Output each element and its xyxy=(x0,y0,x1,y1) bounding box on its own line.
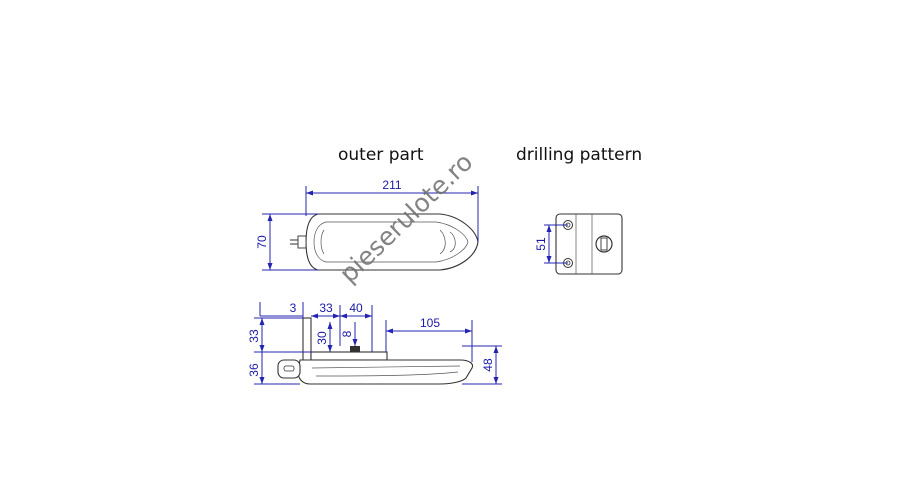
drilling-pattern-view: 51 xyxy=(534,213,623,275)
key-slot xyxy=(283,365,295,372)
side-housing-contour xyxy=(311,365,461,369)
drill-plate xyxy=(555,213,623,275)
side-view: 3 33 40 105 30 8 33 xyxy=(247,301,502,385)
dim-label-105: 105 xyxy=(420,316,440,330)
top-view-lock-cylinder xyxy=(297,235,307,249)
dim-arrow xyxy=(386,328,393,334)
side-mount-plate xyxy=(302,317,312,367)
dim-arrow xyxy=(493,346,499,353)
top-view-body xyxy=(305,213,479,271)
lock-keyway xyxy=(600,237,608,251)
dim-label-40: 40 xyxy=(349,301,363,315)
side-flange xyxy=(310,351,388,361)
top-view-inner-contour xyxy=(313,221,469,263)
top-view-rib xyxy=(449,231,456,253)
dim-label-51: 51 xyxy=(534,237,548,251)
dim-arrow xyxy=(352,339,358,346)
title-outer-part: outer part xyxy=(338,145,424,165)
dim-arrow xyxy=(259,345,265,352)
dim-arrow xyxy=(333,313,340,319)
title-drilling-pattern: drilling pattern xyxy=(516,145,642,165)
dim-arrow xyxy=(327,345,333,352)
dim-label-33-top: 33 xyxy=(319,301,333,315)
dim-arrow xyxy=(465,328,472,334)
dim-arrow xyxy=(306,190,313,196)
top-view-rib xyxy=(439,229,446,255)
dim-label-70: 70 xyxy=(255,235,269,249)
dim-arrow xyxy=(471,190,478,196)
dim-arrow xyxy=(259,377,265,384)
dim-arrow xyxy=(311,313,318,319)
dim-arrow xyxy=(327,322,333,329)
dim-arrow xyxy=(340,313,347,319)
key-head xyxy=(277,359,301,379)
dim-arrow xyxy=(546,256,552,263)
top-view-rib xyxy=(320,229,325,255)
top-view: 211 70 xyxy=(255,178,479,271)
dim-arrow xyxy=(493,377,499,384)
dim-label-36: 36 xyxy=(247,363,261,377)
dim-label-3: 3 xyxy=(290,301,297,315)
dim-label-48: 48 xyxy=(481,358,495,372)
dim-arrow xyxy=(267,263,273,270)
side-housing-contour xyxy=(315,371,459,377)
dim-label-33-left: 33 xyxy=(247,329,261,343)
dim-arrow xyxy=(546,225,552,232)
side-housing xyxy=(297,359,474,385)
dim-arrow xyxy=(267,214,273,221)
dim-label-30: 30 xyxy=(315,331,329,345)
side-flange-pin xyxy=(350,346,360,352)
dim-arrow xyxy=(365,313,372,319)
dim-label-211: 211 xyxy=(382,178,401,192)
dim-arrow xyxy=(259,318,265,325)
dim-label-8: 8 xyxy=(340,330,354,337)
